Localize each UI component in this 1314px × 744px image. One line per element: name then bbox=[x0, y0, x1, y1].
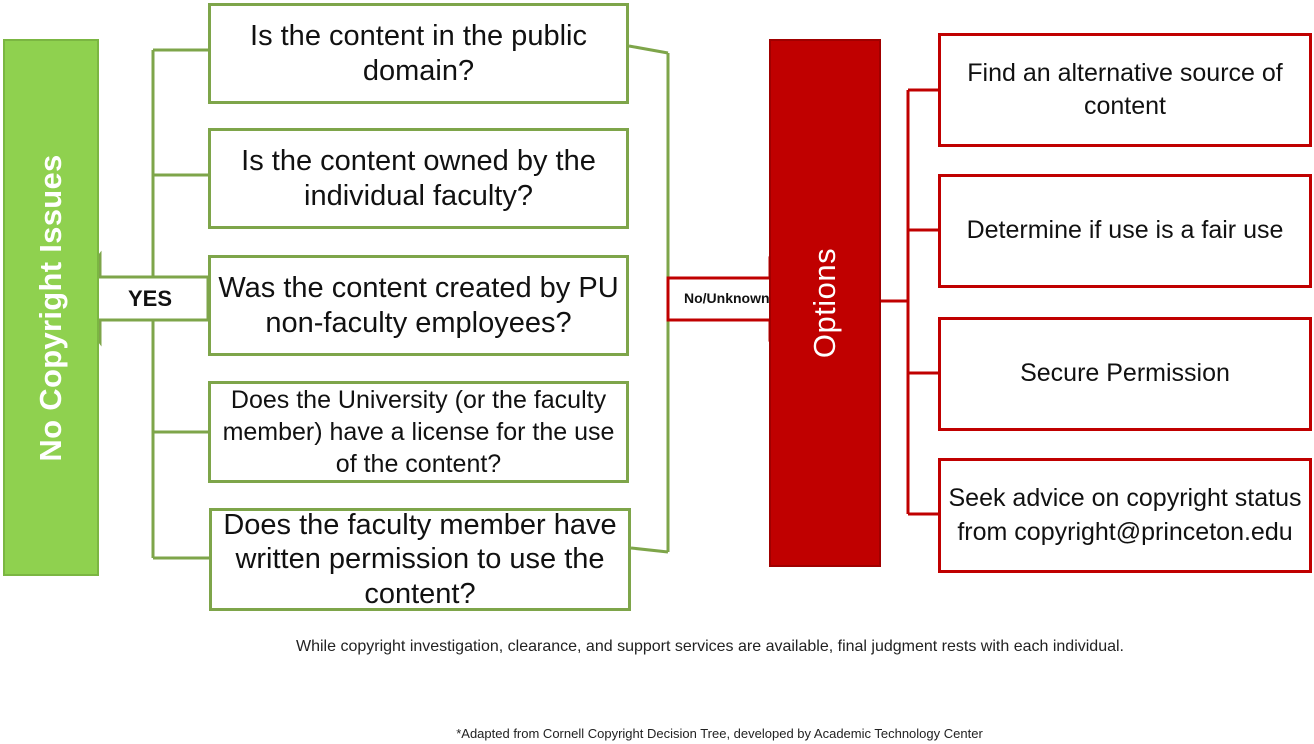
option-text: Secure Permission bbox=[1020, 359, 1230, 388]
option-seek-advice: Seek advice on copyright status from cop… bbox=[938, 458, 1312, 573]
question-text: Does the faculty member have written per… bbox=[223, 509, 617, 610]
no-copyright-issues-label: No Copyright Issues bbox=[33, 153, 68, 462]
option-alternative-source: Find an alternative source of content bbox=[938, 33, 1312, 147]
question-text: Was the content created by PU non-facult… bbox=[218, 272, 619, 339]
question-text: Is the content in the public domain? bbox=[250, 20, 587, 87]
option-fair-use: Determine if use is a fair use bbox=[938, 174, 1312, 288]
option-text: Find an alternative source of content bbox=[967, 58, 1283, 120]
question-text: Is the content owned by the individual f… bbox=[241, 145, 596, 212]
disclaimer-text: While copyright investigation, clearance… bbox=[296, 638, 1124, 655]
options-bracket bbox=[881, 88, 938, 516]
question-non-faculty-employees: Was the content created by PU non-facult… bbox=[208, 255, 629, 356]
question-public-domain: Is the content in the public domain? bbox=[208, 3, 629, 104]
option-text: Determine if use is a fair use bbox=[966, 216, 1284, 245]
question-owned-by-faculty: Is the content owned by the individual f… bbox=[208, 128, 629, 229]
options-label: Options bbox=[807, 247, 842, 359]
option-text: Seek advice on copyright status from cop… bbox=[948, 484, 1302, 546]
question-license: Does the University (or the faculty memb… bbox=[208, 381, 629, 483]
no-unknown-label: No/Unknown bbox=[684, 290, 770, 306]
question-written-permission: Does the faculty member have written per… bbox=[209, 508, 631, 611]
options-banner: Options bbox=[769, 39, 881, 567]
yes-label: YES bbox=[128, 286, 173, 311]
credit-text: *Adapted from Cornell Copyright Decision… bbox=[456, 726, 983, 741]
no-copyright-issues-banner: No Copyright Issues bbox=[3, 39, 99, 576]
question-text: Does the University (or the faculty memb… bbox=[222, 386, 615, 478]
right-bracket bbox=[628, 44, 670, 554]
option-secure-permission: Secure Permission bbox=[938, 317, 1312, 431]
